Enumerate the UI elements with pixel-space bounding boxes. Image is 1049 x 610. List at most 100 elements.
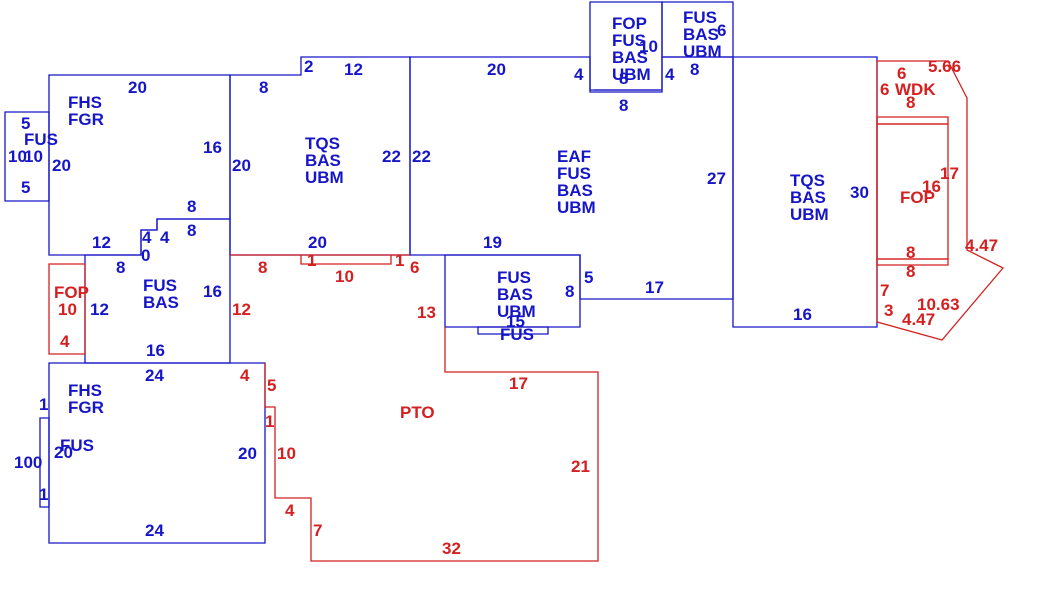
dimension-label: 8 [906, 93, 915, 112]
dimension-label: 7 [880, 281, 889, 300]
area-label-wdk: WDK [895, 80, 936, 99]
dimension-label: 1 [395, 251, 404, 270]
tqs-right-outline [732, 56, 878, 328]
dimension-label: 3 [884, 301, 893, 320]
dimension-label: 8 [258, 258, 267, 277]
dimension-label: 2 [304, 57, 313, 76]
dimension-label: 8 [187, 221, 196, 240]
dimension-label: 22 [412, 147, 431, 166]
dimension-label: 24 [145, 366, 164, 385]
dimension-label: 12 [232, 300, 251, 319]
red-strip-small [300, 255, 392, 265]
fop-right-inner [876, 258, 949, 266]
dimension-label: 100 [14, 453, 42, 472]
dimension-label: 1 [307, 251, 316, 270]
wdk-inner-top [876, 116, 949, 125]
dimension-label: 10 [335, 267, 354, 286]
dimension-label: 6 [880, 80, 889, 99]
area-label-fop-left: FOP [54, 283, 89, 302]
dimension-label: 5 [21, 178, 30, 197]
dimension-label: 8 [619, 96, 628, 115]
dimension-label: 20 [128, 78, 147, 97]
area-label-fus-bottom-left: FUS [60, 436, 94, 455]
dimension-label: 20 [238, 444, 257, 463]
dimension-label: 8 [906, 243, 915, 262]
dimension-label: 19 [483, 233, 502, 252]
dimension-label: 12 [92, 233, 111, 252]
dimension-label: 12 [90, 300, 109, 319]
dimension-label: 8 [619, 69, 628, 88]
dimension-label: 1 [39, 485, 48, 504]
dimension-label: 20 [487, 60, 506, 79]
dimension-label: 6 [897, 64, 906, 83]
area-label-fop-right: FOP [900, 188, 935, 207]
dimension-label: 20 [232, 156, 251, 175]
dimension-label: 6 [410, 258, 419, 277]
fus-bottom-left-outline [39, 417, 50, 508]
dimension-label: 4 [240, 366, 250, 385]
dimension-label: 5 [21, 114, 30, 133]
wdk-outline [876, 60, 1005, 341]
dimension-label: 8 [690, 60, 699, 79]
dimension-label: 17 [509, 374, 528, 393]
dimension-label: 16 [203, 138, 222, 157]
dimension-label: 5.66 [928, 57, 961, 76]
dimension-label: 16 [146, 341, 165, 360]
dimension-label: 4 [665, 65, 675, 84]
dimension-label: 8 [259, 78, 268, 97]
dimension-label: 10.63 [917, 295, 960, 314]
dimension-label: 16 [203, 282, 222, 301]
dimension-label: 22 [382, 147, 401, 166]
dimension-label: 8 [187, 197, 196, 216]
dimension-label: 32 [442, 539, 461, 558]
dimension-label: 4 [60, 332, 70, 351]
fus-bas-ubm-center-outline [444, 254, 581, 328]
dimension-label: 5 [584, 268, 593, 287]
pto-outline [264, 327, 599, 562]
dimension-label: 10 [24, 147, 43, 166]
dimension-label: 17 [645, 278, 664, 297]
fus-small-center-outline [477, 326, 549, 335]
dimension-label: 17 [940, 164, 959, 183]
dimension-label: 27 [707, 169, 726, 188]
dimension-label: 8 [116, 258, 125, 277]
dimension-label: 5 [267, 376, 276, 395]
dimension-label: 13 [417, 303, 436, 322]
dimension-label: 4 [574, 65, 584, 84]
dimension-label: 24 [145, 521, 164, 540]
dimension-label: 1 [265, 412, 274, 431]
dimension-label: 16 [922, 177, 941, 196]
dimension-label: 4.47 [902, 310, 935, 329]
dimension-label: 0 [141, 246, 150, 265]
dimension-label: 30 [850, 183, 869, 202]
dimension-label: 10 [277, 444, 296, 463]
dimension-label: 10 [58, 300, 77, 319]
fop-left-outline [48, 263, 86, 355]
dimension-label: 20 [52, 156, 71, 175]
dimension-label: 21 [571, 457, 590, 476]
dimension-label: 12 [344, 60, 363, 79]
fop-top-outline [589, 1, 663, 93]
area-label-fus-small-center: FUS [500, 325, 534, 344]
dimension-label: 16 [793, 305, 812, 324]
area-label-fus-left-small: FUS [24, 130, 58, 149]
area-label-pto: PTO [400, 403, 435, 422]
dimension-label: 8 [565, 282, 574, 301]
dimension-label: 4.47 [965, 236, 998, 255]
dimension-label: 10 [639, 37, 658, 56]
dimension-label: 4 [142, 228, 152, 247]
dimension-label: 1 [39, 395, 48, 414]
dimension-label: 20 [54, 443, 73, 462]
dimension-label: 20 [308, 233, 327, 252]
dimension-label: 7 [313, 521, 322, 540]
